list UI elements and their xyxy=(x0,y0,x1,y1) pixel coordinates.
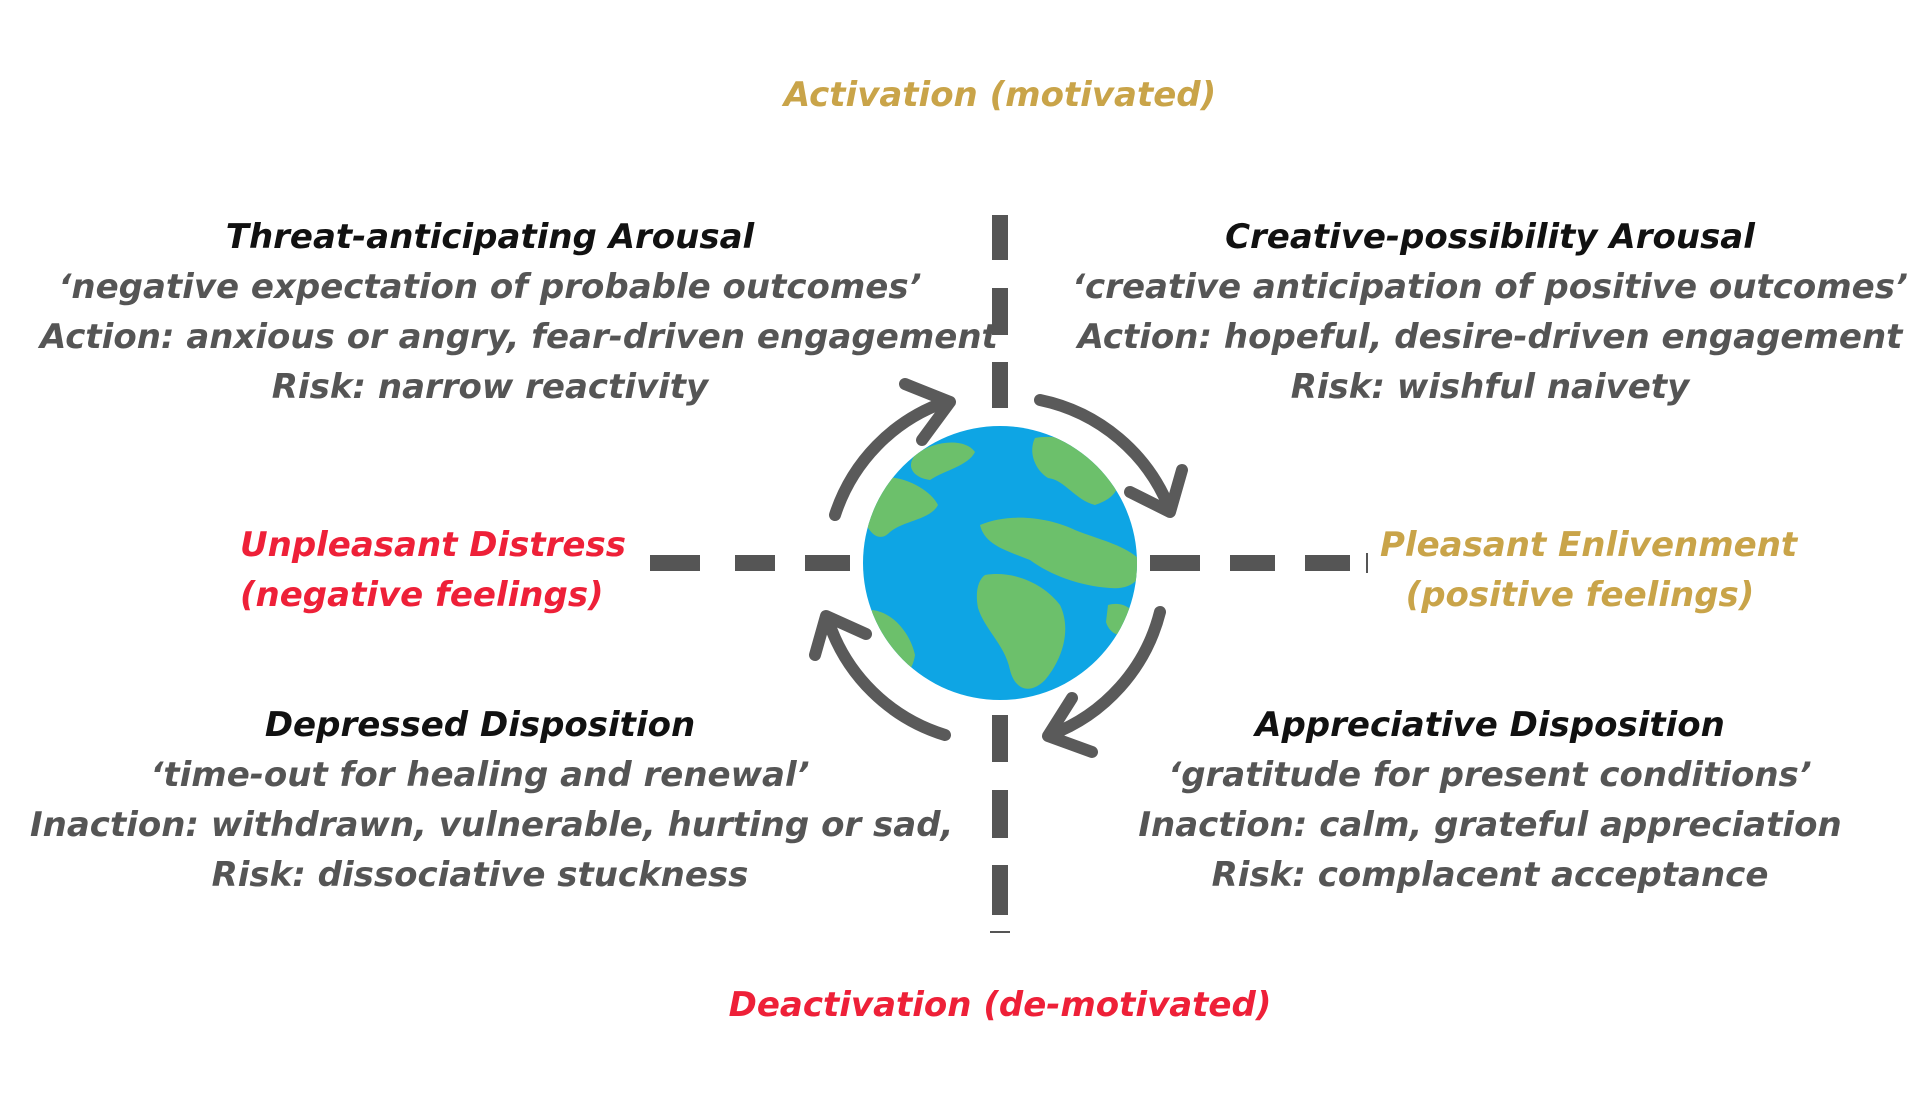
quadrant-risk: Risk: narrow reactivity xyxy=(271,367,709,407)
quadrant-action: Action: hopeful, desire-driven engagemen… xyxy=(1077,317,1903,357)
axis-label-top: Activation (motivated) xyxy=(783,75,1217,115)
axis-label-right-line2: (positive feelings) xyxy=(1405,575,1755,615)
quadrant-quote: ‘negative expectation of probable outcom… xyxy=(58,267,922,307)
quadrant-title: Depressed Disposition xyxy=(264,705,696,745)
quadrant-risk: Risk: complacent acceptance xyxy=(1211,855,1769,895)
quadrant-top-left: Threat-anticipating Arousal ‘negative ex… xyxy=(40,212,998,412)
axis-label-right: Pleasant Enlivenment (positive feelings) xyxy=(1380,520,1798,620)
axis-label-right-line1: Pleasant Enlivenment xyxy=(1380,525,1798,565)
quadrant-risk: Risk: wishful naivety xyxy=(1290,367,1690,407)
axis-label-left-line1: Unpleasant Distress xyxy=(240,525,626,565)
quadrant-title: Threat-anticipating Arousal xyxy=(225,217,755,257)
quadrant-bottom-right: Appreciative Disposition ‘gratitude for … xyxy=(1080,700,1900,900)
quadrant-top-right: Creative-possibility Arousal ‘creative a… xyxy=(1060,212,1920,412)
globe-icon xyxy=(863,426,1137,700)
quadrant-bottom-left: Depressed Disposition ‘time-out for heal… xyxy=(30,700,954,900)
axis-label-left-line2: (negative feelings) xyxy=(240,575,604,615)
quadrant-quote: ‘gratitude for present conditions’ xyxy=(1168,755,1812,795)
circular-arrows-icon xyxy=(809,378,1188,758)
axis-label-bottom: Deactivation (de-motivated) xyxy=(728,985,1272,1025)
axis-label-left: Unpleasant Distress (negative feelings) xyxy=(240,520,626,620)
quadrant-risk: Risk: dissociative stuckness xyxy=(211,855,749,895)
quadrant-action: Action: anxious or angry, fear-driven en… xyxy=(40,317,998,357)
quadrant-quote: ‘time-out for healing and renewal’ xyxy=(150,755,810,795)
quadrant-title: Creative-possibility Arousal xyxy=(1225,217,1755,257)
quadrant-quote: ‘creative anticipation of positive outco… xyxy=(1072,267,1908,307)
quadrant-action: Inaction: calm, grateful appreciation xyxy=(1138,805,1842,845)
quadrant-action: Inaction: withdrawn, vulnerable, hurting… xyxy=(30,805,954,845)
quadrant-title: Appreciative Disposition xyxy=(1255,705,1725,745)
